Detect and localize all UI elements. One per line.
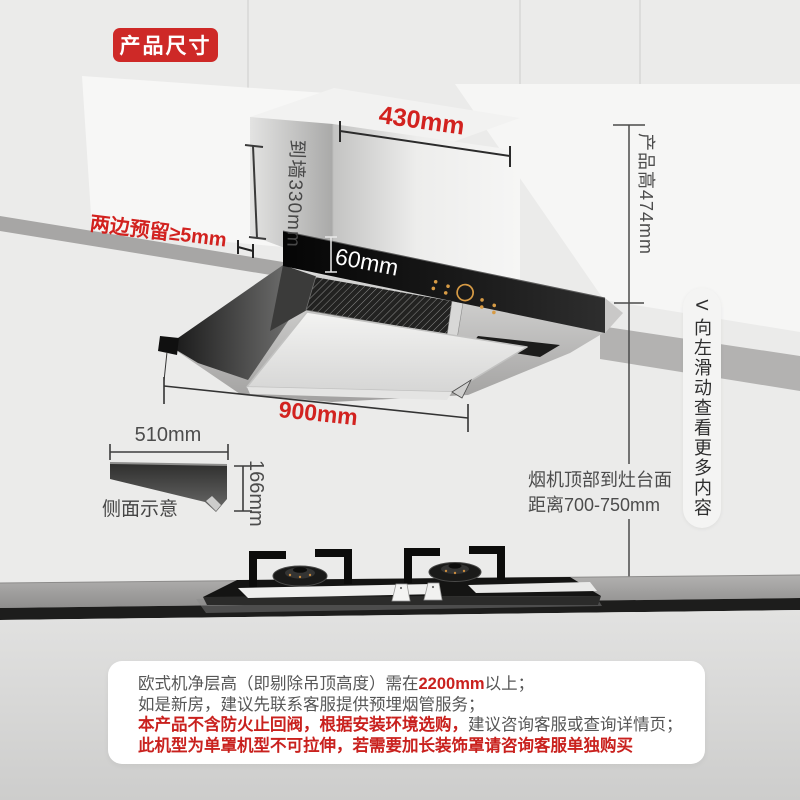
hood-body bbox=[158, 265, 623, 402]
dim-label-hood-to-counter-2: 距离700-750mm bbox=[528, 495, 661, 515]
dimension-tick-5mm bbox=[237, 240, 254, 258]
section-badge: 产品尺寸 bbox=[113, 28, 218, 62]
side-profile-caption: 侧面示意 bbox=[102, 499, 179, 520]
chevron-left-icon: < bbox=[694, 294, 710, 317]
dim-label-hood-to-counter-1: 烟机顶部到灶台面 bbox=[528, 470, 672, 490]
notes-card: 欧式机净层高（即剔除吊顶高度）需在2200mm以上； 如是新房，建议先联系客服提… bbox=[108, 661, 705, 764]
gas-stove bbox=[196, 546, 602, 613]
note-line-2: 如是新房，建议先联系客服提供预埋烟管服务； bbox=[138, 695, 485, 714]
slide-more-label: 向左滑动查看更多内容 bbox=[692, 318, 712, 518]
dim-label-product-height: 产品高474mm bbox=[636, 133, 656, 256]
stove-knobs[interactable] bbox=[391, 582, 443, 602]
burner-left bbox=[249, 549, 352, 587]
touch-controls[interactable] bbox=[429, 278, 500, 315]
side-profile-wedge bbox=[110, 463, 227, 512]
power-circle-icon bbox=[456, 283, 474, 302]
burner-right bbox=[404, 546, 505, 583]
note-line-3: 本产品不含防火止回阀，根据安装环境选购，建议咨询客服或查询详情页； bbox=[138, 716, 683, 734]
dimension-line-430 bbox=[339, 121, 511, 167]
dim-label-profile-height: 166mm bbox=[245, 460, 267, 527]
hood-glass-panel bbox=[282, 230, 606, 333]
side-profile bbox=[109, 444, 252, 512]
slide-more-tab[interactable]: < 向左滑动查看更多内容 bbox=[683, 288, 721, 528]
note-line-1: 欧式机净层高（即剔除吊顶高度）需在2200mm以上； bbox=[138, 675, 535, 693]
hood-left-wing bbox=[168, 265, 312, 380]
dimension-line-330 bbox=[244, 144, 267, 240]
dim-label-profile-depth: 510mm bbox=[134, 424, 202, 446]
dim-label-to-wall: 到墙330mm bbox=[282, 139, 308, 249]
chimney-duct bbox=[250, 88, 520, 287]
left-cabinet-underside bbox=[0, 216, 283, 277]
note-line-4: 此机型为单罩机型不可拉伸，若需要加长装饰罩请咨询客服单独购买 bbox=[138, 736, 633, 755]
glass-height-tick bbox=[325, 236, 337, 273]
dimension-line-900 bbox=[163, 351, 469, 432]
